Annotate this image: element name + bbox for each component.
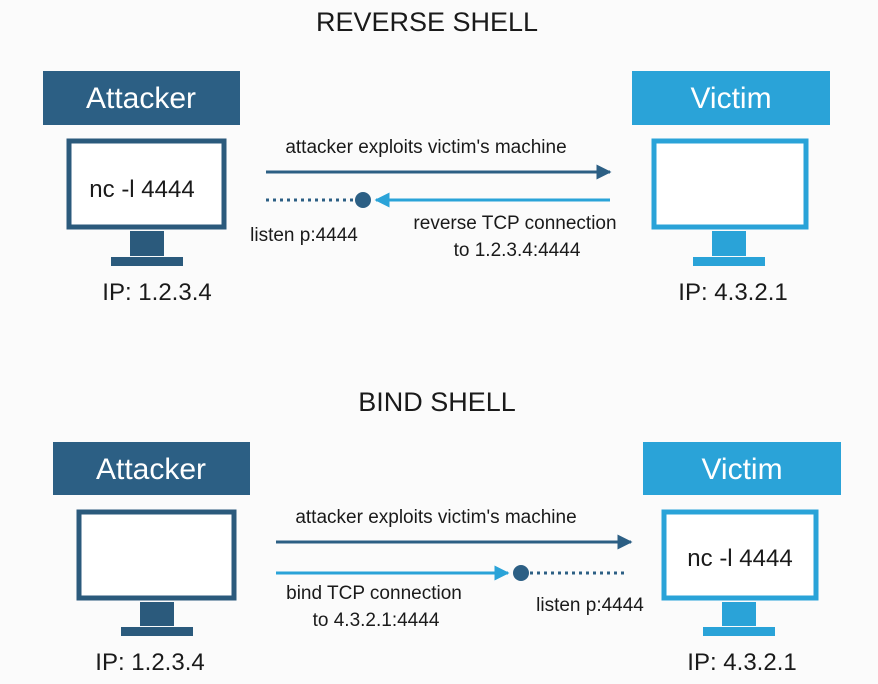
bind-victim-monitor-icon — [661, 509, 819, 636]
bind-connection-caption-line1: bind TCP connection — [286, 583, 462, 604]
reverse-attacker-label: Attacker — [86, 82, 196, 115]
bind-exploit-caption: attacker exploits victim's machine — [295, 507, 576, 528]
bind-victim-ip: IP: 4.3.2.1 — [687, 649, 796, 676]
reverse-exploit-caption: attacker exploits victim's machine — [285, 137, 566, 158]
bind-listen-port-dot — [513, 565, 529, 581]
bind-connection-caption-line2: to 4.3.2.1:4444 — [313, 610, 440, 631]
reverse-victim-ip: IP: 4.3.2.1 — [678, 279, 787, 306]
reverse-victim-label-box — [632, 71, 830, 125]
reverse-victim-monitor-icon — [651, 138, 809, 266]
reverse-connection-caption-line2: to 1.2.3.4:4444 — [454, 240, 581, 261]
bind-attacker-monitor-icon — [76, 509, 237, 636]
bind-shell-title: BIND SHELL — [358, 387, 516, 417]
bind-victim-label: Victim — [701, 453, 782, 486]
bind-victim-command: nc -l 4444 — [687, 545, 792, 572]
bind-attacker-label: Attacker — [96, 453, 206, 486]
reverse-attacker-ip: IP: 1.2.3.4 — [102, 279, 211, 306]
reverse-victim-label: Victim — [690, 82, 771, 115]
reverse-attacker-monitor-icon — [66, 138, 227, 266]
bind-victim-label-box — [643, 442, 841, 495]
reverse-attacker-label-box — [43, 71, 240, 125]
reverse-connection-caption-line1: reverse TCP connection — [413, 213, 616, 234]
bind-attacker-ip: IP: 1.2.3.4 — [95, 649, 204, 676]
reverse-shell-title: REVERSE SHELL — [316, 7, 538, 37]
reverse-listen-port-dot — [355, 192, 371, 208]
bind-listen-caption: listen p:4444 — [536, 595, 644, 616]
reverse-attacker-command: nc -l 4444 — [89, 176, 194, 203]
reverse-listen-caption: listen p:4444 — [250, 225, 358, 246]
bind-attacker-label-box — [53, 442, 250, 495]
